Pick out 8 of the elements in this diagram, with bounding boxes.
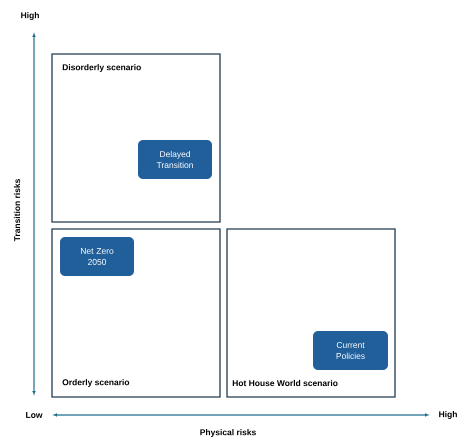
axis-title: Transition risks bbox=[14, 179, 20, 242]
scenario-pill: Net Zero 2050 bbox=[60, 237, 134, 276]
scenario-pill: Current Policies bbox=[313, 331, 388, 370]
scenario-pill: Delayed Transition bbox=[138, 140, 212, 179]
axis-label: Low bbox=[26, 412, 42, 418]
axis-label: High bbox=[21, 12, 39, 20]
axis-label: High bbox=[439, 411, 457, 419]
axis-title: Physical risks bbox=[200, 429, 256, 437]
